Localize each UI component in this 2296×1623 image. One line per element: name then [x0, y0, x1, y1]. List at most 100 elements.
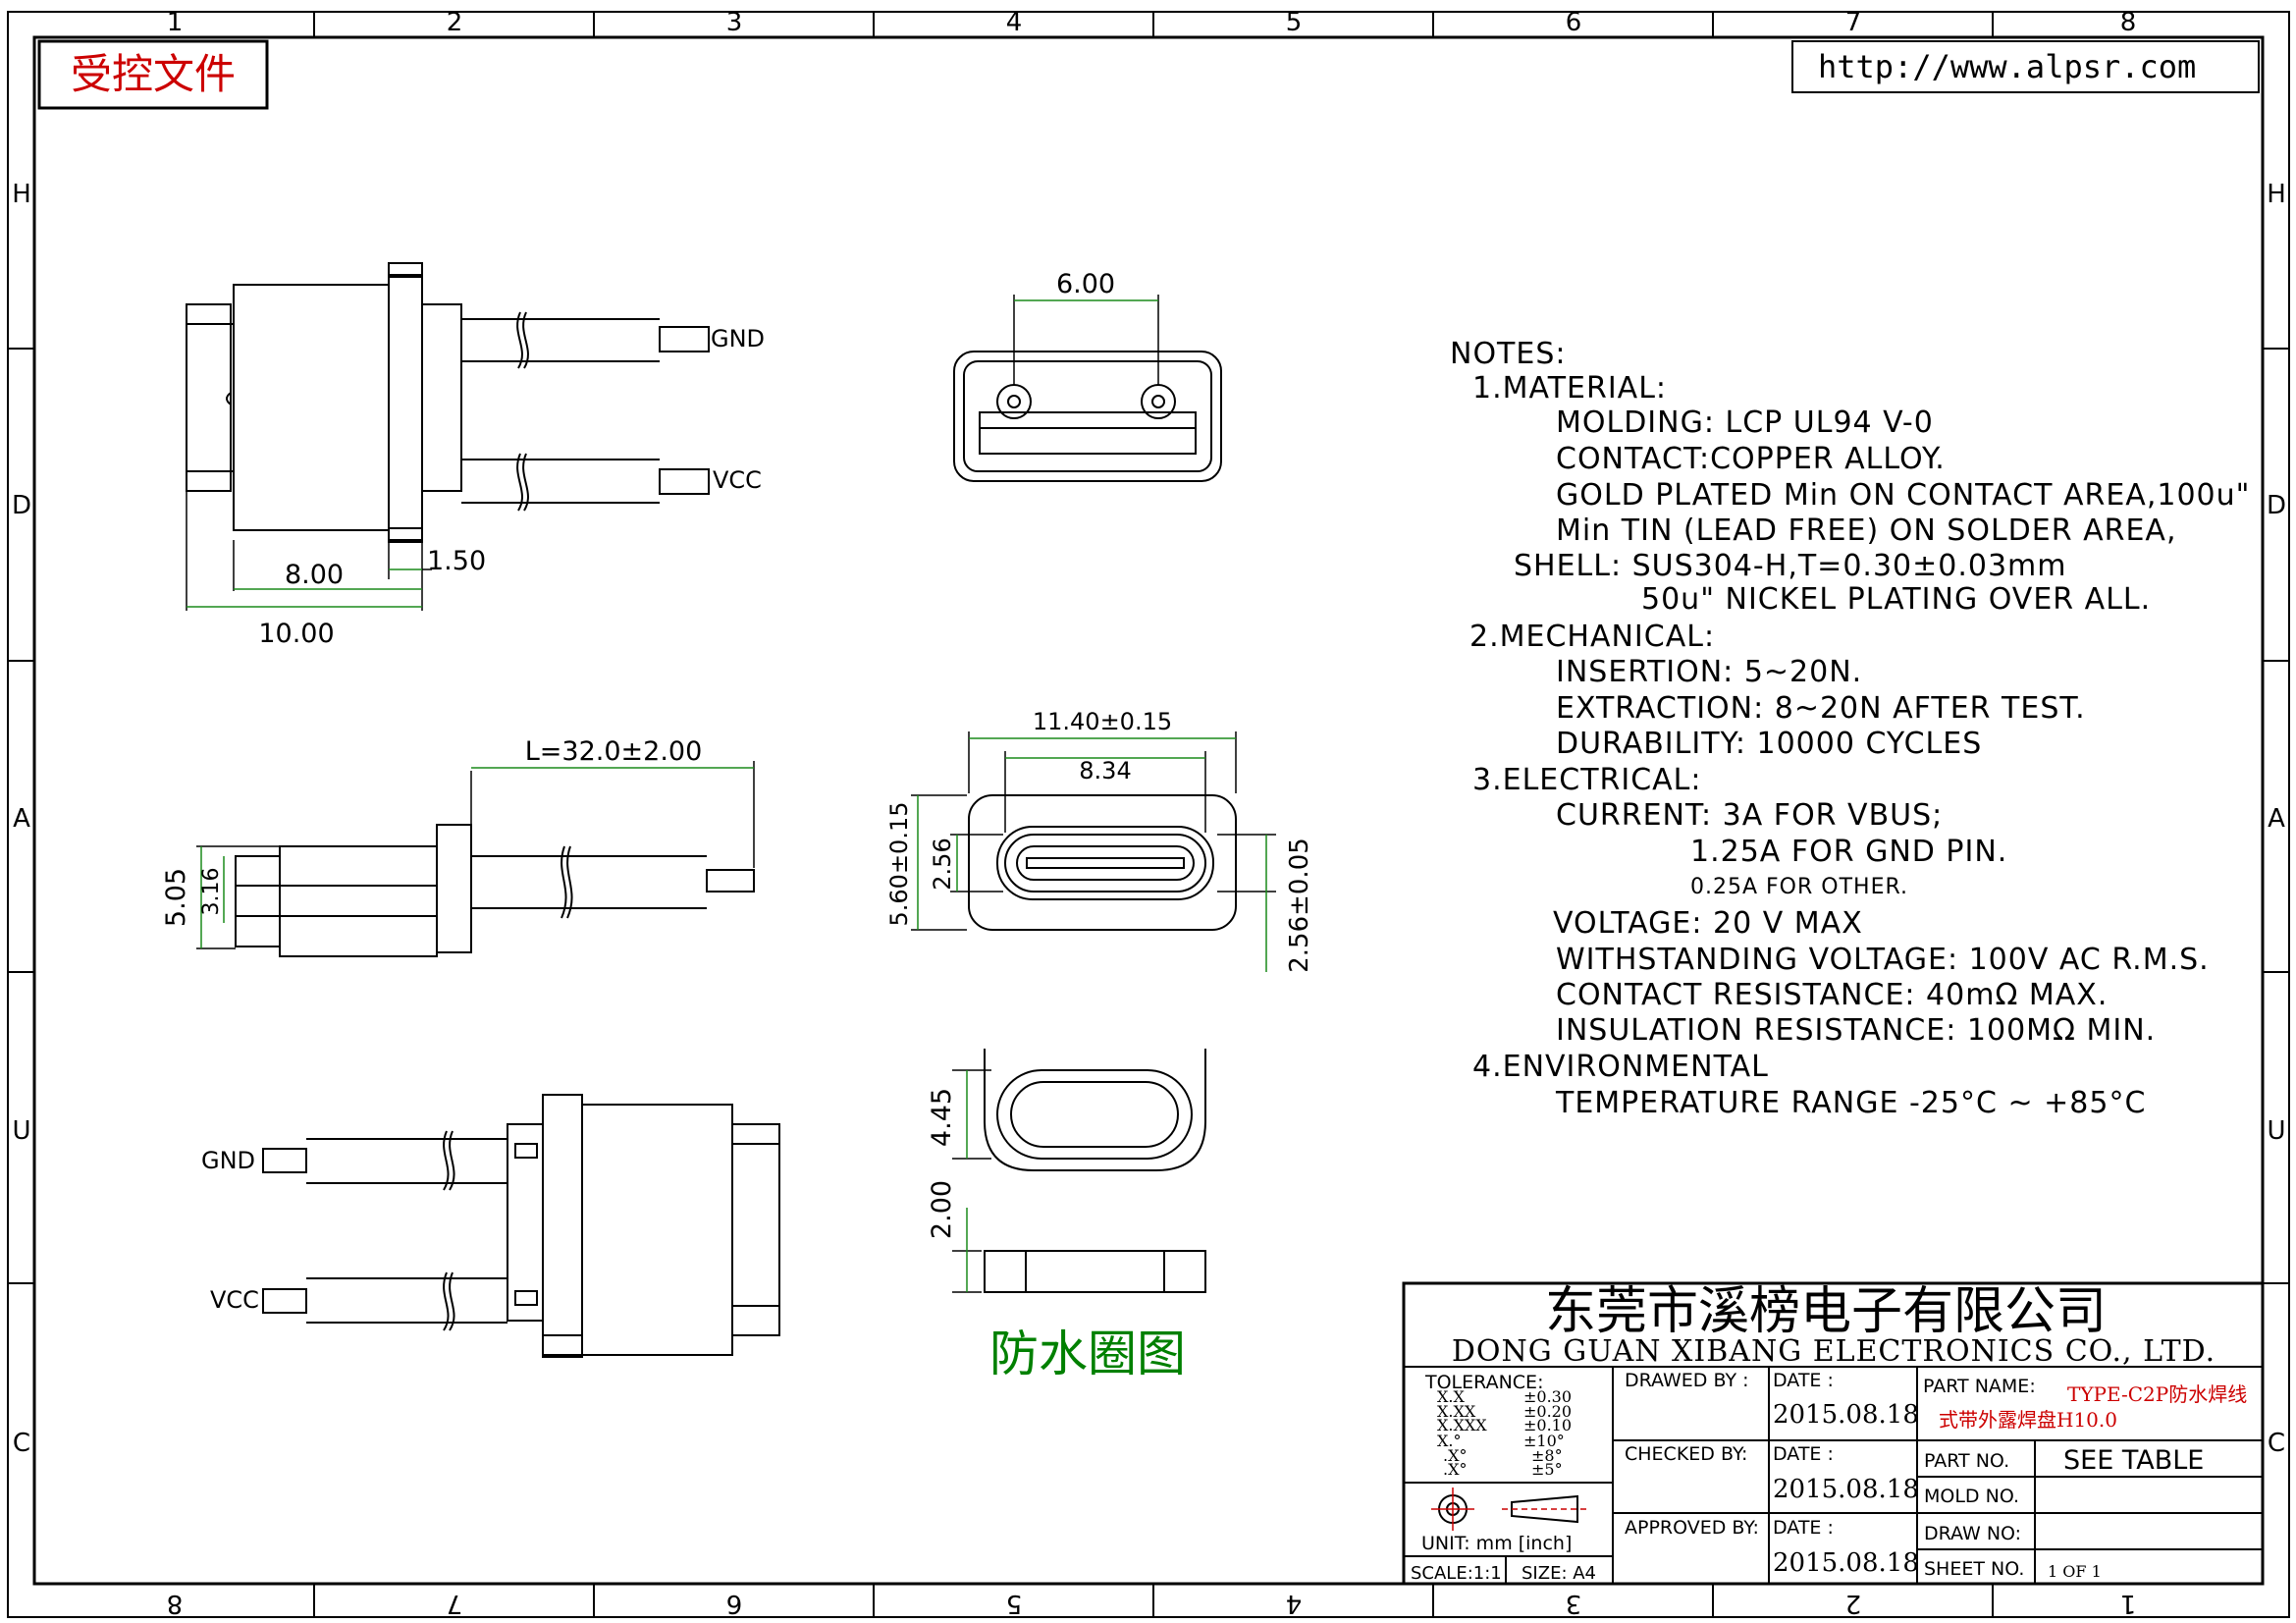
note-line: TEMPERATURE RANGE -25°C ~ +85°C [1555, 1086, 2146, 1120]
part-no-label: PART NO. [1924, 1450, 2009, 1472]
note-line: GOLD PLATED Min ON CONTACT AREA,100u" [1556, 478, 2250, 513]
view1-gnd-label: GND [711, 325, 765, 352]
date-value-3: 2015.08.18 [1773, 1548, 1919, 1578]
row-label: H [2267, 180, 2286, 209]
view4-dim-256a: 2.56 [929, 838, 956, 890]
view1-vcc-label: VCC [713, 466, 762, 494]
checked-by-label: CHECKED BY: [1625, 1443, 1747, 1465]
part-name-line1: TYPE-C2P防水焊线 [2067, 1382, 2247, 1406]
tolerance-label: TOLERANCE: [1424, 1372, 1543, 1393]
note-line: 0.25A FOR OTHER. [1690, 875, 1908, 899]
note-line: CURRENT: 3A FOR VBUS; [1556, 798, 1943, 833]
col-label: 7 [1845, 8, 1862, 37]
col-label: 2 [1845, 1589, 1862, 1618]
view5-vcc-label: VCC [210, 1286, 259, 1314]
tol-val: ±10° [1523, 1432, 1565, 1450]
col-labels-top: 1 2 3 4 5 6 7 8 [167, 8, 2137, 37]
tol-key: X.XXX [1437, 1416, 1487, 1434]
website-text: http://www.alpsr.com [1818, 48, 2196, 85]
scale-label: SCALE:1:1 [1411, 1563, 1502, 1584]
row-label: A [13, 804, 30, 834]
view2-dim-6: 6.00 [1056, 269, 1115, 299]
title-block-lines [1402, 1281, 2265, 1586]
col-label: 6 [726, 1589, 743, 1618]
view-side-bottom [262, 1094, 780, 1358]
gasket-views [952, 1049, 1206, 1293]
part-no-value: SEE TABLE [2063, 1445, 2204, 1476]
col-label: 8 [2120, 8, 2137, 37]
note-line: EXTRACTION: 8~20N AFTER TEST. [1556, 691, 2086, 726]
view3-dim-l: L=32.0±2.00 [525, 736, 703, 767]
view4-dim-256b: 2.56±0.05 [1285, 838, 1314, 973]
note-line: CONTACT RESISTANCE: 40mΩ MAX. [1556, 978, 2108, 1012]
note-line: WITHSTANDING VOLTAGE: 100V AC R.M.S. [1556, 943, 2210, 977]
tol-key: X.° [1437, 1432, 1461, 1450]
note-line: INSERTION: 5~20N. [1556, 655, 1862, 689]
size-label: SIZE: A4 [1522, 1563, 1596, 1584]
part-name-label: PART NAME: [1923, 1376, 2036, 1397]
col-label: 4 [1286, 1589, 1303, 1618]
view-front [911, 731, 1276, 972]
col-label: 1 [167, 8, 184, 37]
stamp-text: 受控文件 [71, 50, 236, 98]
sheet-no-label: SHEET NO. [1924, 1558, 2024, 1580]
note-line: DURABILITY: 10000 CYCLES [1556, 727, 1982, 761]
row-label: U [2267, 1116, 2285, 1146]
row-label: U [12, 1116, 30, 1146]
row-labels-right: H D A U C [2267, 180, 2286, 1458]
view-rear [953, 295, 1222, 482]
tol-val: ±0.10 [1523, 1416, 1572, 1434]
view3-dim-505: 5.05 [161, 868, 191, 927]
mold-no-label: MOLD NO. [1924, 1486, 2019, 1507]
stamp-box [37, 39, 269, 110]
col-label: 4 [1006, 8, 1023, 37]
view5-gnd-label: GND [201, 1147, 255, 1174]
notes-heading: NOTES: [1450, 337, 1567, 371]
tol-val: ±0.30 [1523, 1387, 1572, 1406]
note-line: 1.MATERIAL: [1472, 371, 1667, 406]
part-name-line2: 式带外露焊盘H10.0 [1939, 1408, 2117, 1432]
col-label: 5 [1286, 8, 1303, 37]
tolerance-table: X.X X.XX X.XXX X.° .X° .X° ±0.30 ±0.20 ±… [1437, 1387, 1572, 1479]
date-value-1: 2015.08.18 [1773, 1400, 1919, 1430]
website-box [1791, 40, 2260, 93]
note-line: 3.ELECTRICAL: [1472, 763, 1702, 797]
notes-block: NOTES: 1.MATERIAL: MOLDING: LCP UL94 V-0… [1450, 337, 2250, 1120]
inner-frame [32, 35, 2265, 1586]
note-line: SHELL: SUS304-H,T=0.30±0.03mm [1514, 549, 2067, 583]
col-label: 3 [1566, 1589, 1582, 1618]
sheet-value: 1 OF 1 [2048, 1562, 2102, 1581]
tol-val: ±8° [1531, 1446, 1563, 1465]
note-line: 2.MECHANICAL: [1469, 620, 1715, 654]
note-line: INSULATION RESISTANCE: 100MΩ MIN. [1556, 1013, 2156, 1048]
col-label: 1 [2120, 1589, 2137, 1618]
view1-dim-150: 1.50 [427, 546, 486, 576]
gasket-dim-445: 4.45 [927, 1088, 957, 1147]
view4-dim-1140: 11.40±0.15 [1033, 708, 1172, 735]
date-label-2: DATE : [1773, 1443, 1834, 1465]
view4-dim-834: 8.34 [1079, 757, 1131, 784]
row-label: H [12, 180, 31, 209]
row-label: D [2267, 491, 2286, 520]
col-label: 6 [1566, 8, 1582, 37]
company-en: DONG GUAN XIBANG ELECTRONICS CO., LTD. [1452, 1334, 2216, 1369]
tol-key: X.XX [1437, 1402, 1476, 1421]
approved-by-label: APPROVED BY: [1625, 1517, 1759, 1539]
frame-ticks [8, 12, 2289, 1617]
col-labels-bottom: 8 7 6 5 4 3 2 1 [167, 1589, 2137, 1618]
row-labels-left: H D A U C [12, 180, 31, 1458]
view-side-top [186, 262, 710, 611]
row-label: C [13, 1429, 30, 1458]
tol-val: ±5° [1531, 1460, 1563, 1479]
date-value-2: 2015.08.18 [1773, 1475, 1919, 1504]
view1-dim-10: 10.00 [258, 619, 334, 649]
view3-dim-316: 3.16 [199, 868, 224, 916]
tol-key: X.X [1437, 1387, 1465, 1406]
note-line: Min TIN (LEAD FREE) ON SOLDER AREA, [1556, 514, 2176, 548]
col-label: 2 [447, 8, 463, 37]
note-line: MOLDING: LCP UL94 V-0 [1556, 406, 1934, 440]
note-line: 1.25A FOR GND PIN. [1690, 835, 2007, 869]
gasket-caption: 防水圈图 [989, 1325, 1186, 1382]
tol-key: .X° [1443, 1460, 1467, 1479]
